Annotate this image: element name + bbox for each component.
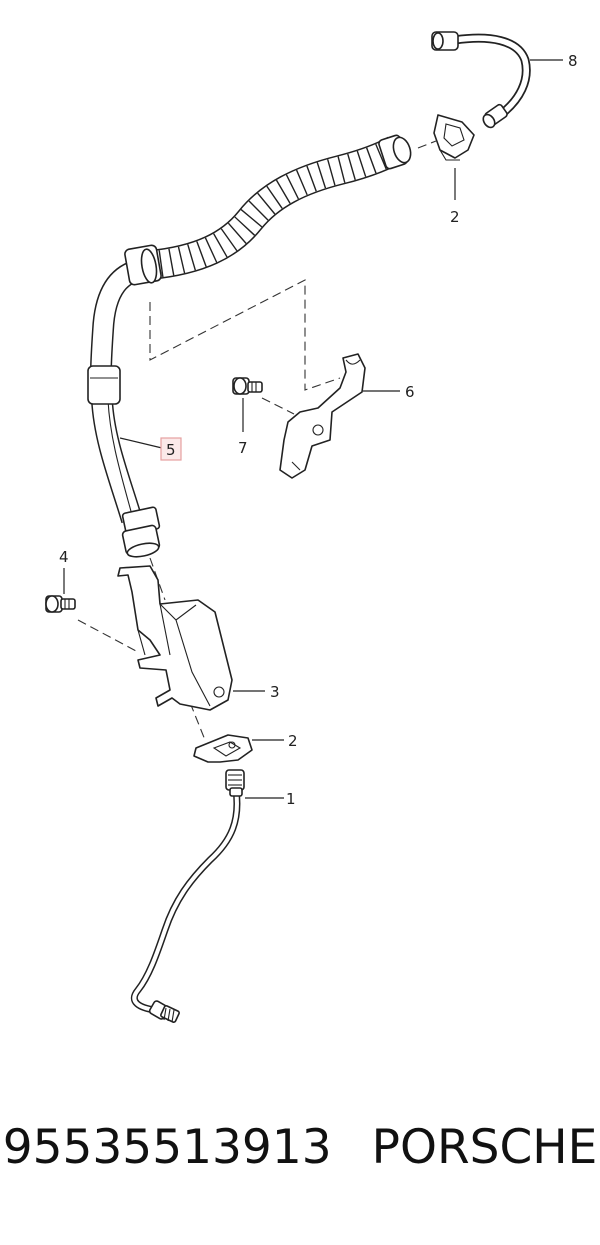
part-2-clip-top: [433, 114, 475, 161]
part-2-clip-lower: [193, 734, 253, 763]
part-1-brake-line: [130, 769, 245, 1023]
dash-bolt-4: [77, 619, 139, 653]
callout-1: 1: [286, 790, 296, 808]
callout-2-top: 2: [450, 208, 460, 226]
part-3-bracket: [117, 565, 233, 711]
dash-align-hose: [149, 279, 341, 391]
callout-7: 7: [238, 439, 248, 457]
part-number: 95535513913: [2, 1120, 332, 1175]
callout-6: 6: [405, 383, 415, 401]
part-5-brake-hose: [87, 134, 412, 558]
callout-4: 4: [59, 548, 69, 566]
part-6-bracket: [279, 353, 366, 479]
callout-8: 8: [568, 52, 578, 70]
dash-clip-top: [417, 140, 437, 149]
callout-5-box: [160, 437, 182, 461]
part-4-bolt: [45, 595, 76, 613]
part-7-bolt: [232, 377, 263, 395]
part-8-pipe: [431, 31, 531, 129]
footer-caption: 95535513913 PORSCHE: [0, 1120, 600, 1200]
leader-5: [119, 437, 163, 449]
callout-2-lower: 2: [288, 732, 298, 750]
callout-3: 3: [270, 683, 280, 701]
callout-5: 5: [166, 441, 176, 459]
dash-bolt-7: [261, 397, 295, 415]
brand-name: PORSCHE: [371, 1120, 598, 1175]
